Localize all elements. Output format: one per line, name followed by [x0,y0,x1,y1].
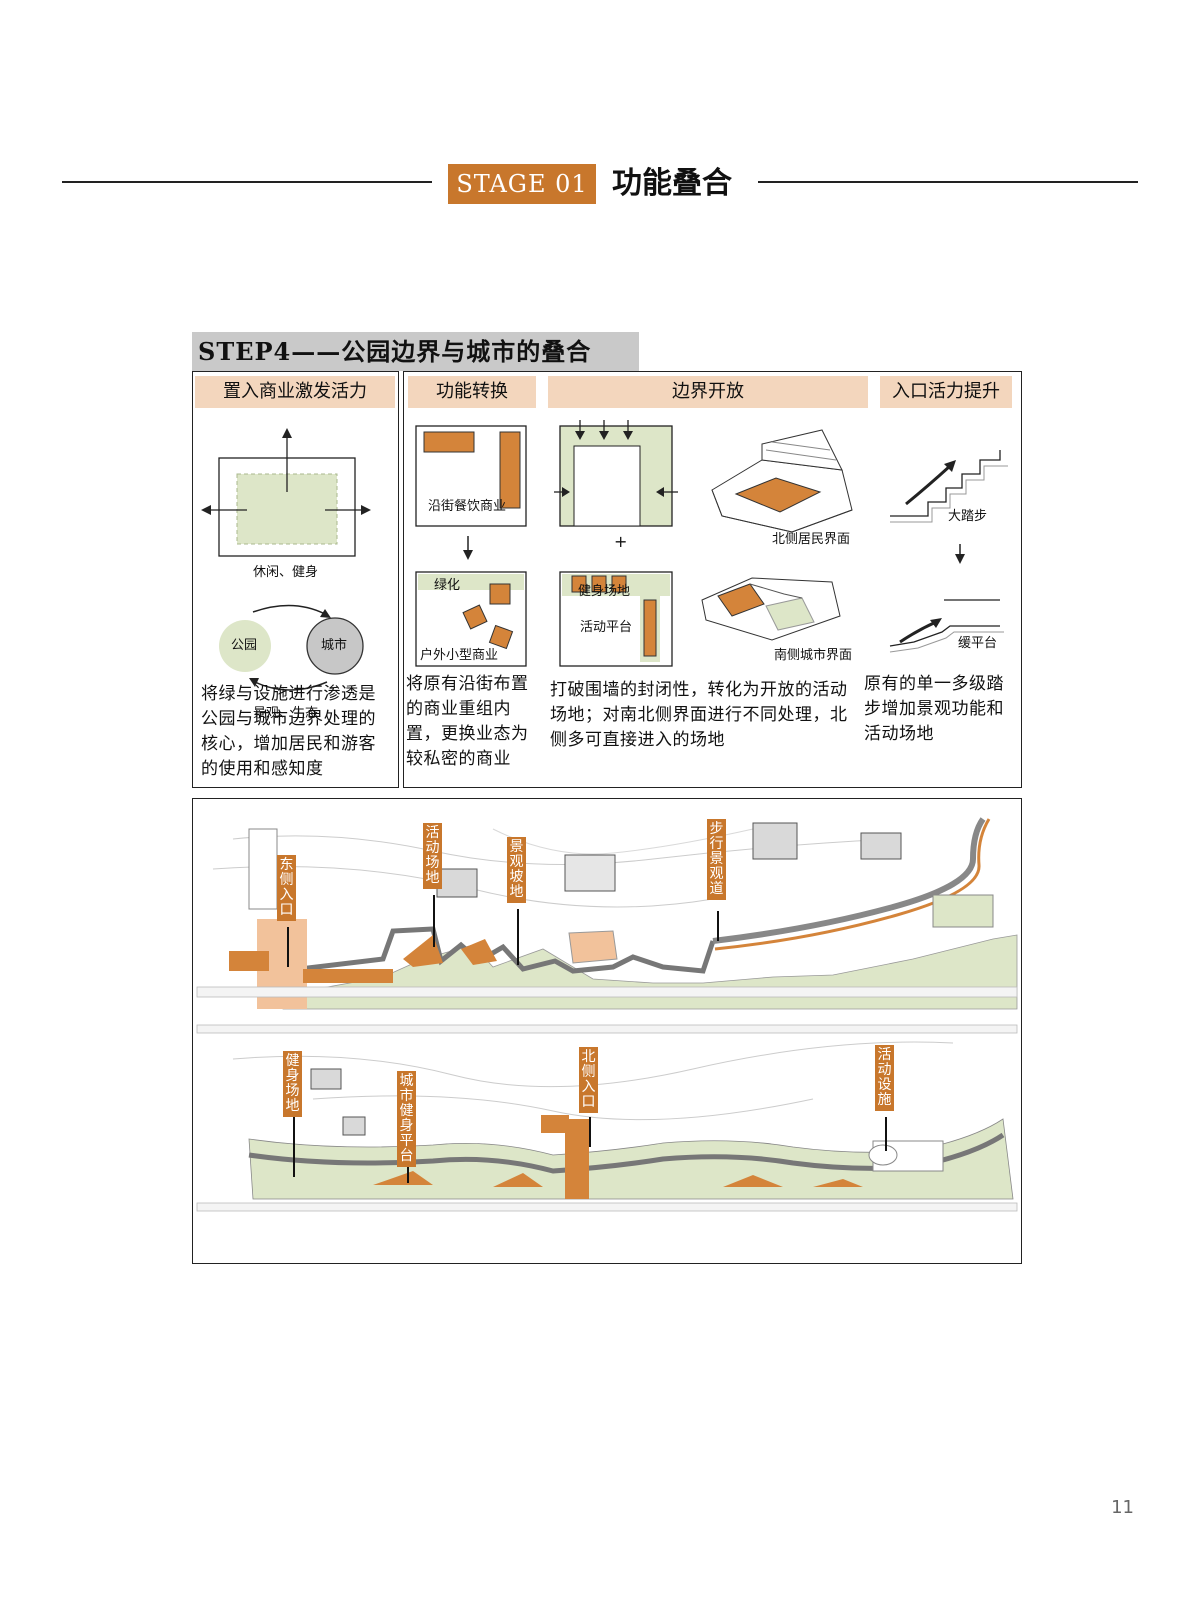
big-step-label: 大踏步 [948,509,988,524]
walking-path-label: 步行景观道 [707,819,726,900]
col1-heading: 功能转换 [408,376,536,408]
header-rule-right [758,181,1138,183]
boundary-open-diagram [554,420,678,667]
fitness-field-map-label: 健身场地 [283,1051,302,1117]
activity-platform-label: 活动平台 [580,620,633,635]
activity-field-pin [433,895,435,947]
page-number: 11 [1111,1497,1134,1518]
activity-facility-label: 活动设施 [875,1045,894,1111]
cycle-bottom-label: 景观、生态 [253,706,319,721]
walking-path-pin [717,911,719,941]
north-interface-sketch [711,429,853,533]
fitness-field-pin [293,1105,295,1177]
greenery-label: 绿化 [434,578,461,593]
col3-heading: 入口活力提升 [880,376,1012,408]
boundary-map-drawing [196,817,1018,1212]
east-entrance-label: 东侧入口 [277,855,296,921]
plus-sign: + [614,532,628,551]
penetration-diagram [201,428,371,691]
node-park-label: 公园 [231,638,258,653]
city-fitness-platform-label: 城市健身平台 [397,1071,416,1167]
col1-description: 将原有沿街布置的商业重组内置，更换业态为较私密的商业 [406,674,529,769]
col3-description: 原有的单一多级踏步增加景观功能和活动场地 [864,674,1004,744]
panel-commerce-heading: 置入商业激发活力 [195,376,395,408]
north-entrance-label: 北侧入口 [579,1047,598,1113]
panel-commerce: 置入商业激发活力 休闲、健身 公园 城市 景观、生态 将绿与设施进行渗透是公园与… [192,371,399,788]
boundary-map: 东侧入口 活动场地 景观坡地 步行景观道 健身场地 城市健身平台 北侧入口 活动… [192,798,1022,1264]
activity-facility-pin [885,1117,887,1151]
col2-description: 打破围墙的封闭性，转化为开放的活动场地；对南北侧界面进行不同处理，北侧多可直接进… [550,680,848,750]
header-rule-left [62,181,432,183]
cycle-top-label: 休闲、健身 [253,565,319,580]
north-entrance-pin [589,1117,591,1147]
step-title: STEP4——公园边界与城市的叠合 [192,332,639,371]
gentle-platform-label: 缓平台 [958,636,998,651]
activity-field-label: 活动场地 [423,823,442,889]
col2-heading: 边界开放 [548,376,868,408]
east-entrance-pin [287,927,289,967]
node-city-label: 城市 [321,638,348,653]
landscape-slope-label: 景观坡地 [507,837,526,903]
south-interface-label: 南侧城市界面 [774,648,853,663]
stage-badge: STAGE 01 [448,164,596,204]
function-transform-diagram [415,425,527,667]
panel-commerce-description: 将绿与设施进行渗透是公园与城市边界处理的核心，增加居民和游客的使用和感知度 [201,684,376,779]
panel-boundary: 功能转换 边界开放 入口活力提升 沿街餐饮商业 绿化 户外小型商业 + 健身场地… [403,371,1022,788]
stage-title: 功能叠合 [612,166,732,201]
city-fitness-platform-pin [407,1159,409,1183]
fitness-field-label: 健身场地 [578,584,631,599]
entrance-step-diagram [889,450,1008,653]
outdoor-shop-label: 户外小型商业 [420,648,499,663]
landscape-slope-pin [517,909,519,965]
dining-commerce-label: 沿街餐饮商业 [428,499,507,514]
south-interface-sketch [701,577,841,641]
north-interface-label: 北侧居民界面 [772,532,851,547]
